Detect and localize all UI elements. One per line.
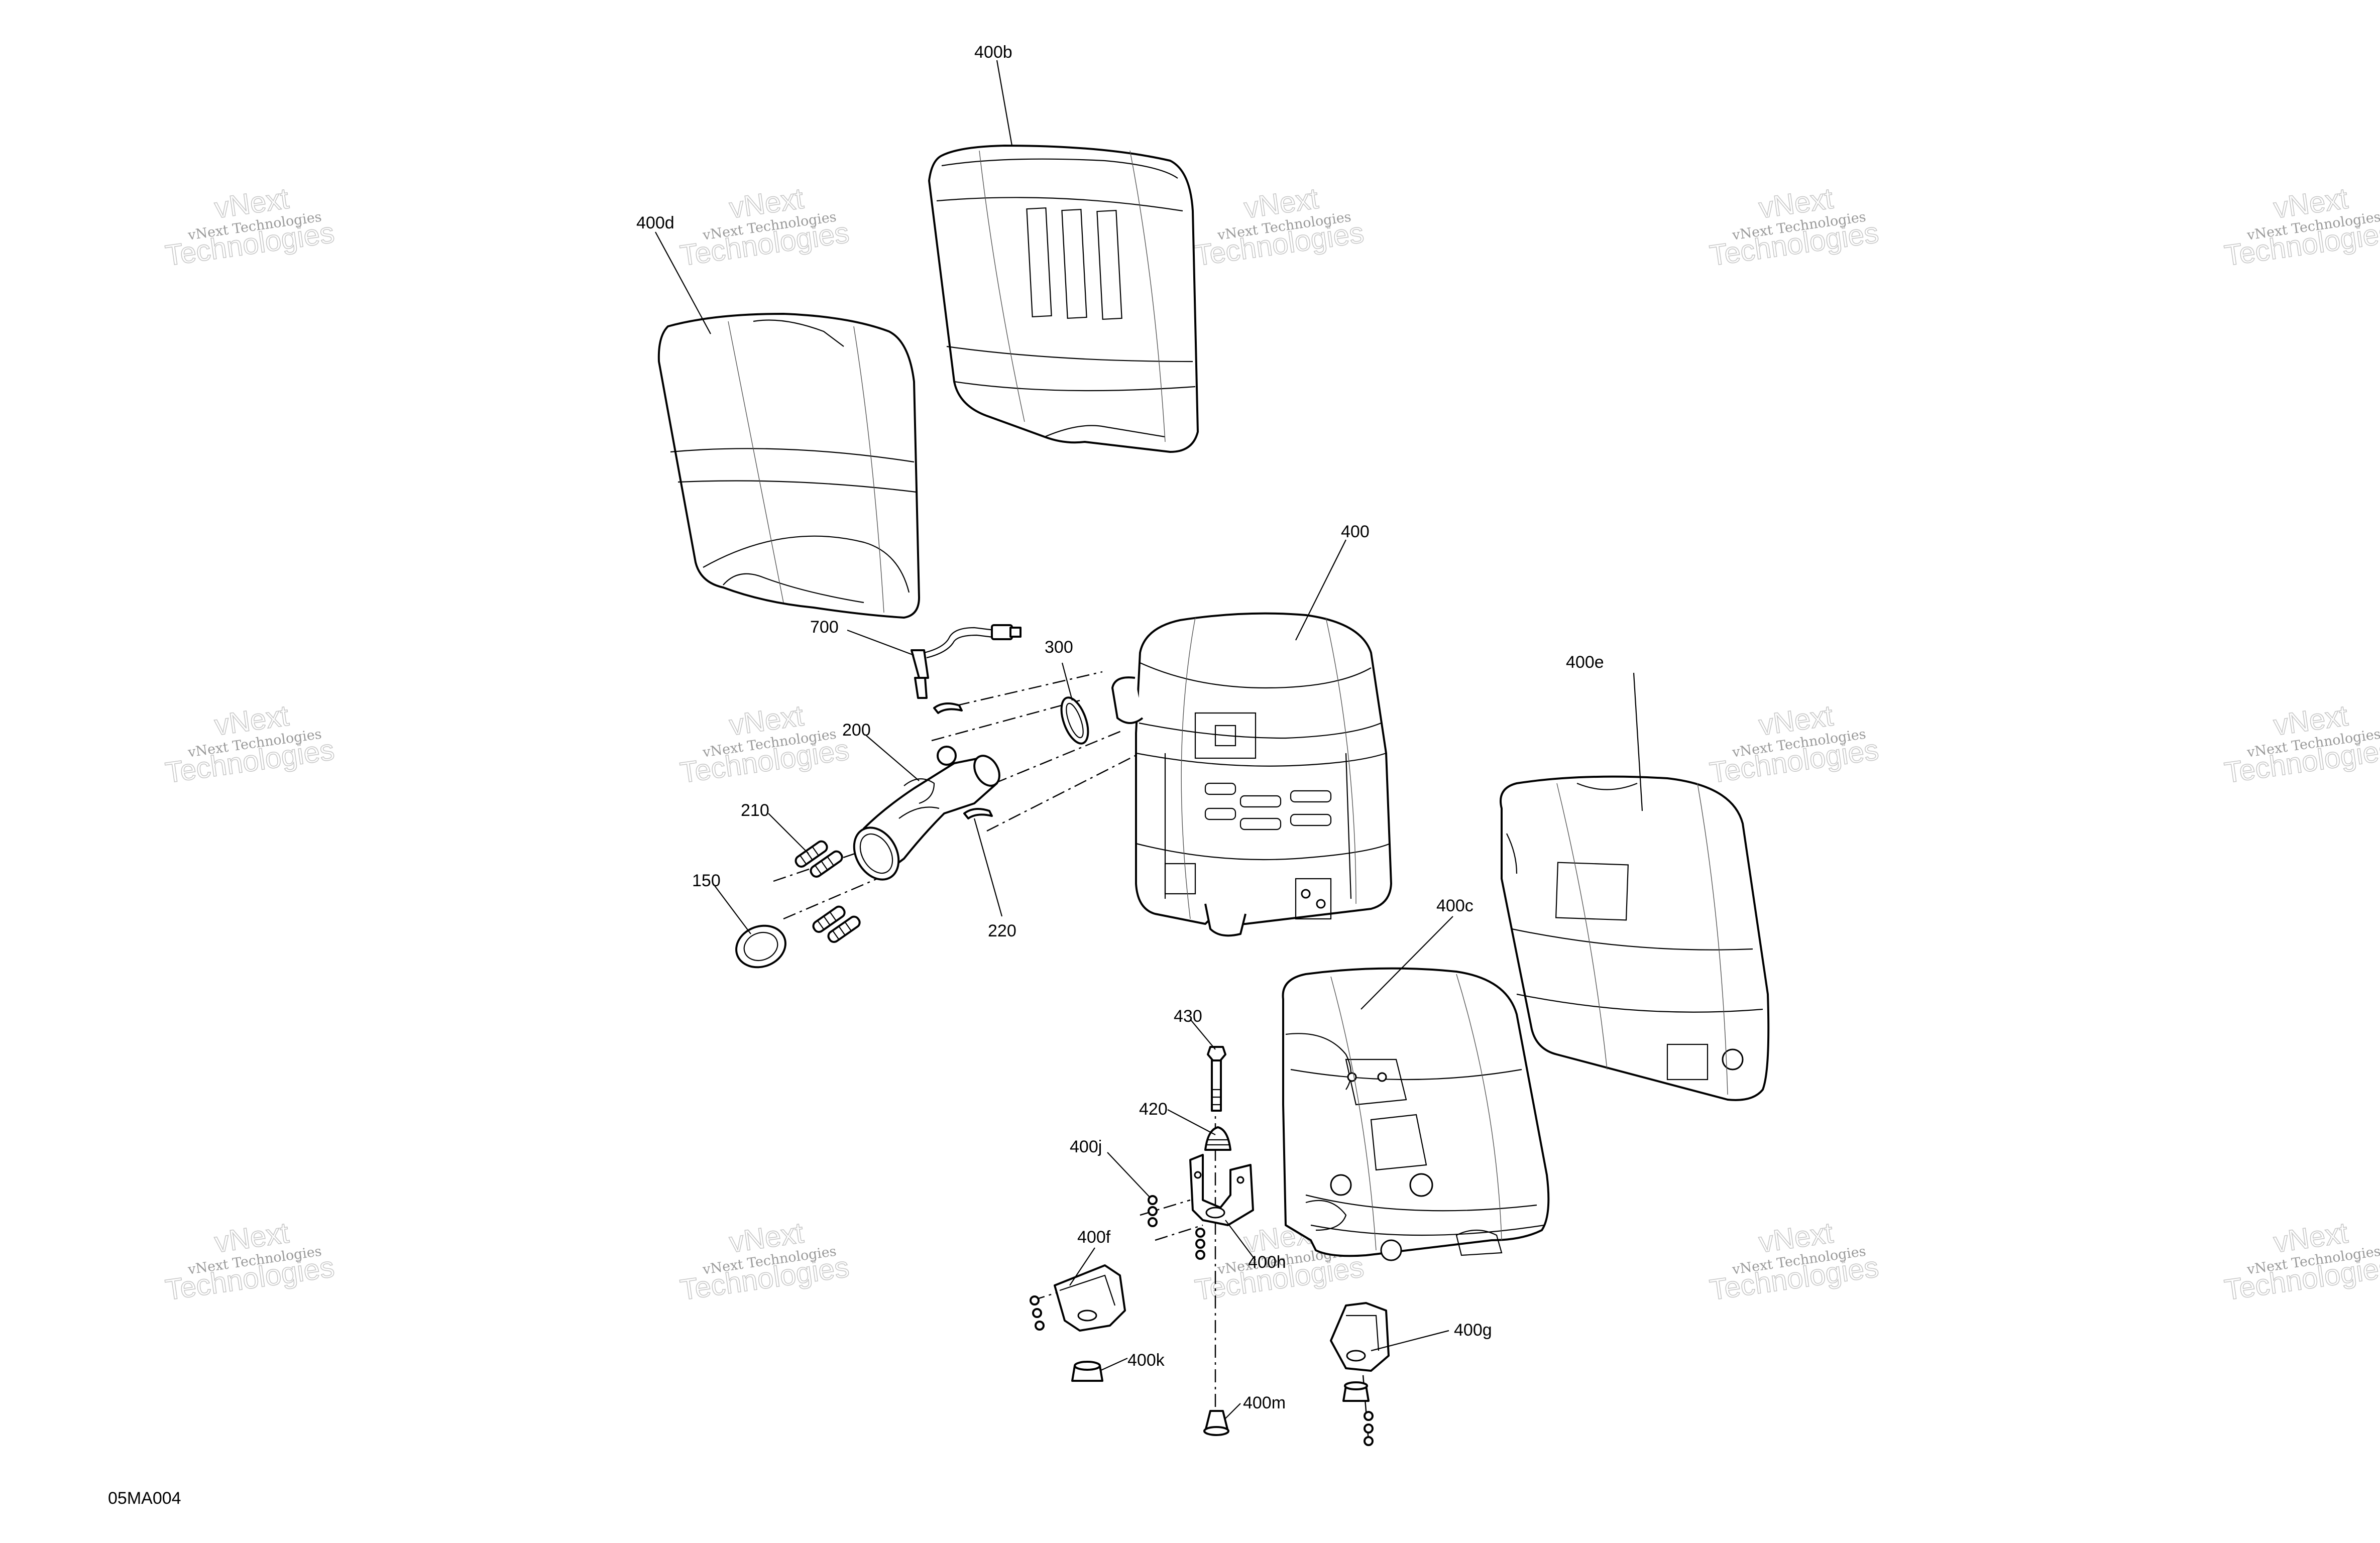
callout-430: 430 [1174, 1007, 1202, 1026]
part-420-rubber-mount [1204, 1126, 1231, 1151]
watermark: vNext Technologies vNext Technologies [1707, 699, 1881, 790]
watermark: vNext Technologies vNext Technologies [2222, 182, 2380, 273]
part-400k-rubber-foot [1071, 1361, 1103, 1382]
watermark: vNext Technologies vNext Technologies [163, 182, 336, 273]
watermark: vNext Technologies vNext Technologies [1707, 182, 1881, 273]
callout-700: 700 [810, 618, 839, 637]
callout-400c: 400c [1436, 896, 1474, 915]
leader-lines [655, 60, 1643, 1419]
callout-400h: 400h [1248, 1253, 1286, 1272]
part-700-oxygen-sensor [911, 624, 1022, 699]
part-400f-bracket [1030, 1264, 1126, 1332]
callout-400b: 400b [974, 43, 1012, 62]
part-300-gasket [1060, 696, 1089, 745]
part-400h-bracket [1189, 1154, 1254, 1226]
callout-400d: 400d [636, 213, 674, 232]
callout-400j: 400j [1070, 1137, 1102, 1156]
watermark: vNext Technologies vNext Technologies [1192, 182, 1366, 273]
part-200-exhaust-pipe [853, 746, 1000, 881]
part-400d-heat-shield [657, 313, 920, 619]
callout-400e: 400e [1566, 653, 1604, 672]
part-400-muffler [1111, 612, 1392, 937]
part-220-clamps [933, 702, 993, 819]
watermark: vNext Technologies vNext Technologies [1707, 1216, 1881, 1307]
callout-420: 420 [1139, 1100, 1168, 1119]
watermark: vNext Technologies vNext Technologies [2222, 699, 2380, 790]
callout-labels: 400b 400d 400 400e 400c 700 300 200 210 … [636, 43, 1604, 1412]
callout-400: 400 [1341, 522, 1370, 541]
watermark: vNext Technologies vNext Technologies [163, 1216, 336, 1307]
callout-400g: 400g [1454, 1321, 1492, 1340]
part-400c-heat-shield [1282, 967, 1550, 1261]
part-400m-rubber-foot [1203, 1410, 1229, 1436]
callout-400k: 400k [1127, 1351, 1165, 1370]
watermark: vNext Technologies vNext Technologies [677, 182, 851, 273]
callout-210: 210 [741, 801, 769, 820]
watermark: vNext Technologies vNext Technologies [163, 699, 336, 790]
callout-150: 150 [692, 871, 721, 890]
part-210-springs [795, 840, 861, 943]
part-400g-bracket [1330, 1302, 1390, 1446]
callout-400f: 400f [1077, 1228, 1111, 1247]
part-430-bolt [1207, 1046, 1226, 1112]
part-400b-heat-shield [928, 145, 1199, 453]
part-400e-heat-shield [1500, 775, 1770, 1101]
watermark: vNext Technologies vNext Technologies [677, 1216, 851, 1307]
callout-220: 220 [988, 921, 1016, 940]
part-150-seal-ring [735, 924, 786, 969]
watermark: vNext Technologies vNext Technologies [2222, 1216, 2380, 1307]
part-400j-nuts [1148, 1195, 1205, 1260]
callout-400m: 400m [1243, 1393, 1286, 1412]
callout-300: 300 [1045, 638, 1073, 657]
callout-200: 200 [842, 721, 871, 740]
watermark: vNext Technologies vNext Technologies [677, 699, 851, 790]
diagram-reference-code: 05MA004 [108, 1489, 181, 1508]
